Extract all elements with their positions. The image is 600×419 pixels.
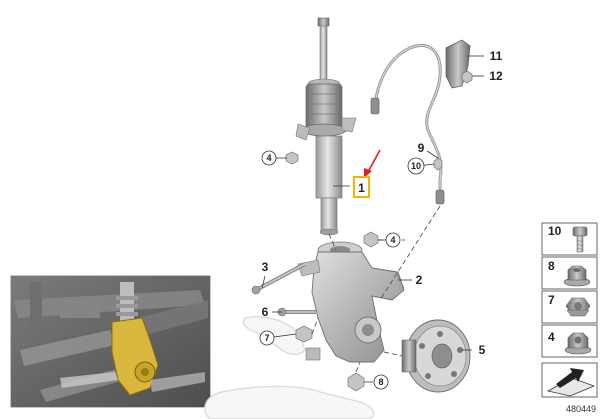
control-arm-outline bbox=[204, 385, 375, 419]
bolt-10 bbox=[433, 157, 443, 171]
svg-text:3: 3 bbox=[262, 260, 269, 274]
callout-3[interactable]: 3 bbox=[262, 260, 269, 274]
svg-text:2: 2 bbox=[416, 273, 423, 287]
legend-item-8[interactable]: 8 bbox=[541, 256, 598, 290]
callout-4-upper[interactable]: 4 bbox=[385, 232, 401, 248]
callout-12[interactable]: 12 bbox=[489, 69, 503, 83]
nut-4-strut bbox=[285, 151, 299, 165]
steering-knuckle bbox=[297, 241, 405, 363]
callout-8[interactable]: 8 bbox=[373, 374, 389, 390]
legend: 10 8 7 bbox=[541, 222, 598, 414]
svg-text:10: 10 bbox=[548, 224, 562, 238]
legend-item-4[interactable]: 4 bbox=[541, 324, 598, 358]
nut-12 bbox=[461, 70, 473, 84]
strut-assembly bbox=[295, 17, 357, 236]
svg-text:1: 1 bbox=[358, 181, 365, 195]
reference-number: 480449 bbox=[566, 404, 596, 414]
svg-text:12: 12 bbox=[489, 69, 503, 83]
svg-text:10: 10 bbox=[411, 161, 421, 171]
svg-text:9: 9 bbox=[418, 141, 425, 155]
callout-7[interactable]: 7 bbox=[259, 330, 275, 346]
hex-flange-nut-icon bbox=[564, 332, 592, 355]
svg-text:4: 4 bbox=[548, 330, 555, 344]
callout-9[interactable]: 9 bbox=[418, 141, 425, 155]
callout-4-strut[interactable]: 4 bbox=[261, 150, 277, 166]
svg-text:6: 6 bbox=[262, 305, 269, 319]
bolt-3 bbox=[251, 262, 306, 295]
hex-socket-bolt-icon bbox=[572, 226, 588, 253]
svg-text:11: 11 bbox=[490, 49, 503, 63]
red-pointer-arrow bbox=[364, 149, 381, 178]
callout-11[interactable]: 11 bbox=[490, 49, 503, 63]
installation-lines bbox=[311, 205, 441, 373]
svg-text:4: 4 bbox=[266, 153, 271, 163]
svg-text:8: 8 bbox=[378, 377, 383, 387]
hex-nut-icon bbox=[565, 297, 591, 317]
callout-6[interactable]: 6 bbox=[262, 305, 269, 319]
nut-4-upper bbox=[363, 231, 379, 248]
flange-nut-icon bbox=[563, 265, 591, 287]
callout-1[interactable]: 1 bbox=[353, 176, 370, 198]
legend-item-7[interactable]: 7 bbox=[541, 290, 598, 324]
arrow-to-plate-icon bbox=[546, 368, 596, 397]
legend-footer bbox=[541, 362, 598, 398]
svg-text:5: 5 bbox=[479, 343, 486, 357]
svg-text:7: 7 bbox=[548, 293, 555, 307]
wear-sensor-cable bbox=[370, 44, 445, 205]
svg-text:7: 7 bbox=[264, 333, 269, 343]
callout-5[interactable]: 5 bbox=[479, 343, 486, 357]
svg-text:8: 8 bbox=[548, 259, 555, 273]
callout-2[interactable]: 2 bbox=[416, 273, 423, 287]
nut-8 bbox=[347, 372, 365, 392]
callout-10[interactable]: 10 bbox=[407, 157, 425, 175]
inset-view bbox=[10, 275, 211, 408]
legend-item-10[interactable]: 10 bbox=[541, 222, 598, 256]
bolt-6 bbox=[277, 307, 316, 317]
svg-text:4: 4 bbox=[390, 235, 395, 245]
wheel-hub bbox=[401, 319, 471, 393]
nut-7 bbox=[295, 325, 313, 343]
